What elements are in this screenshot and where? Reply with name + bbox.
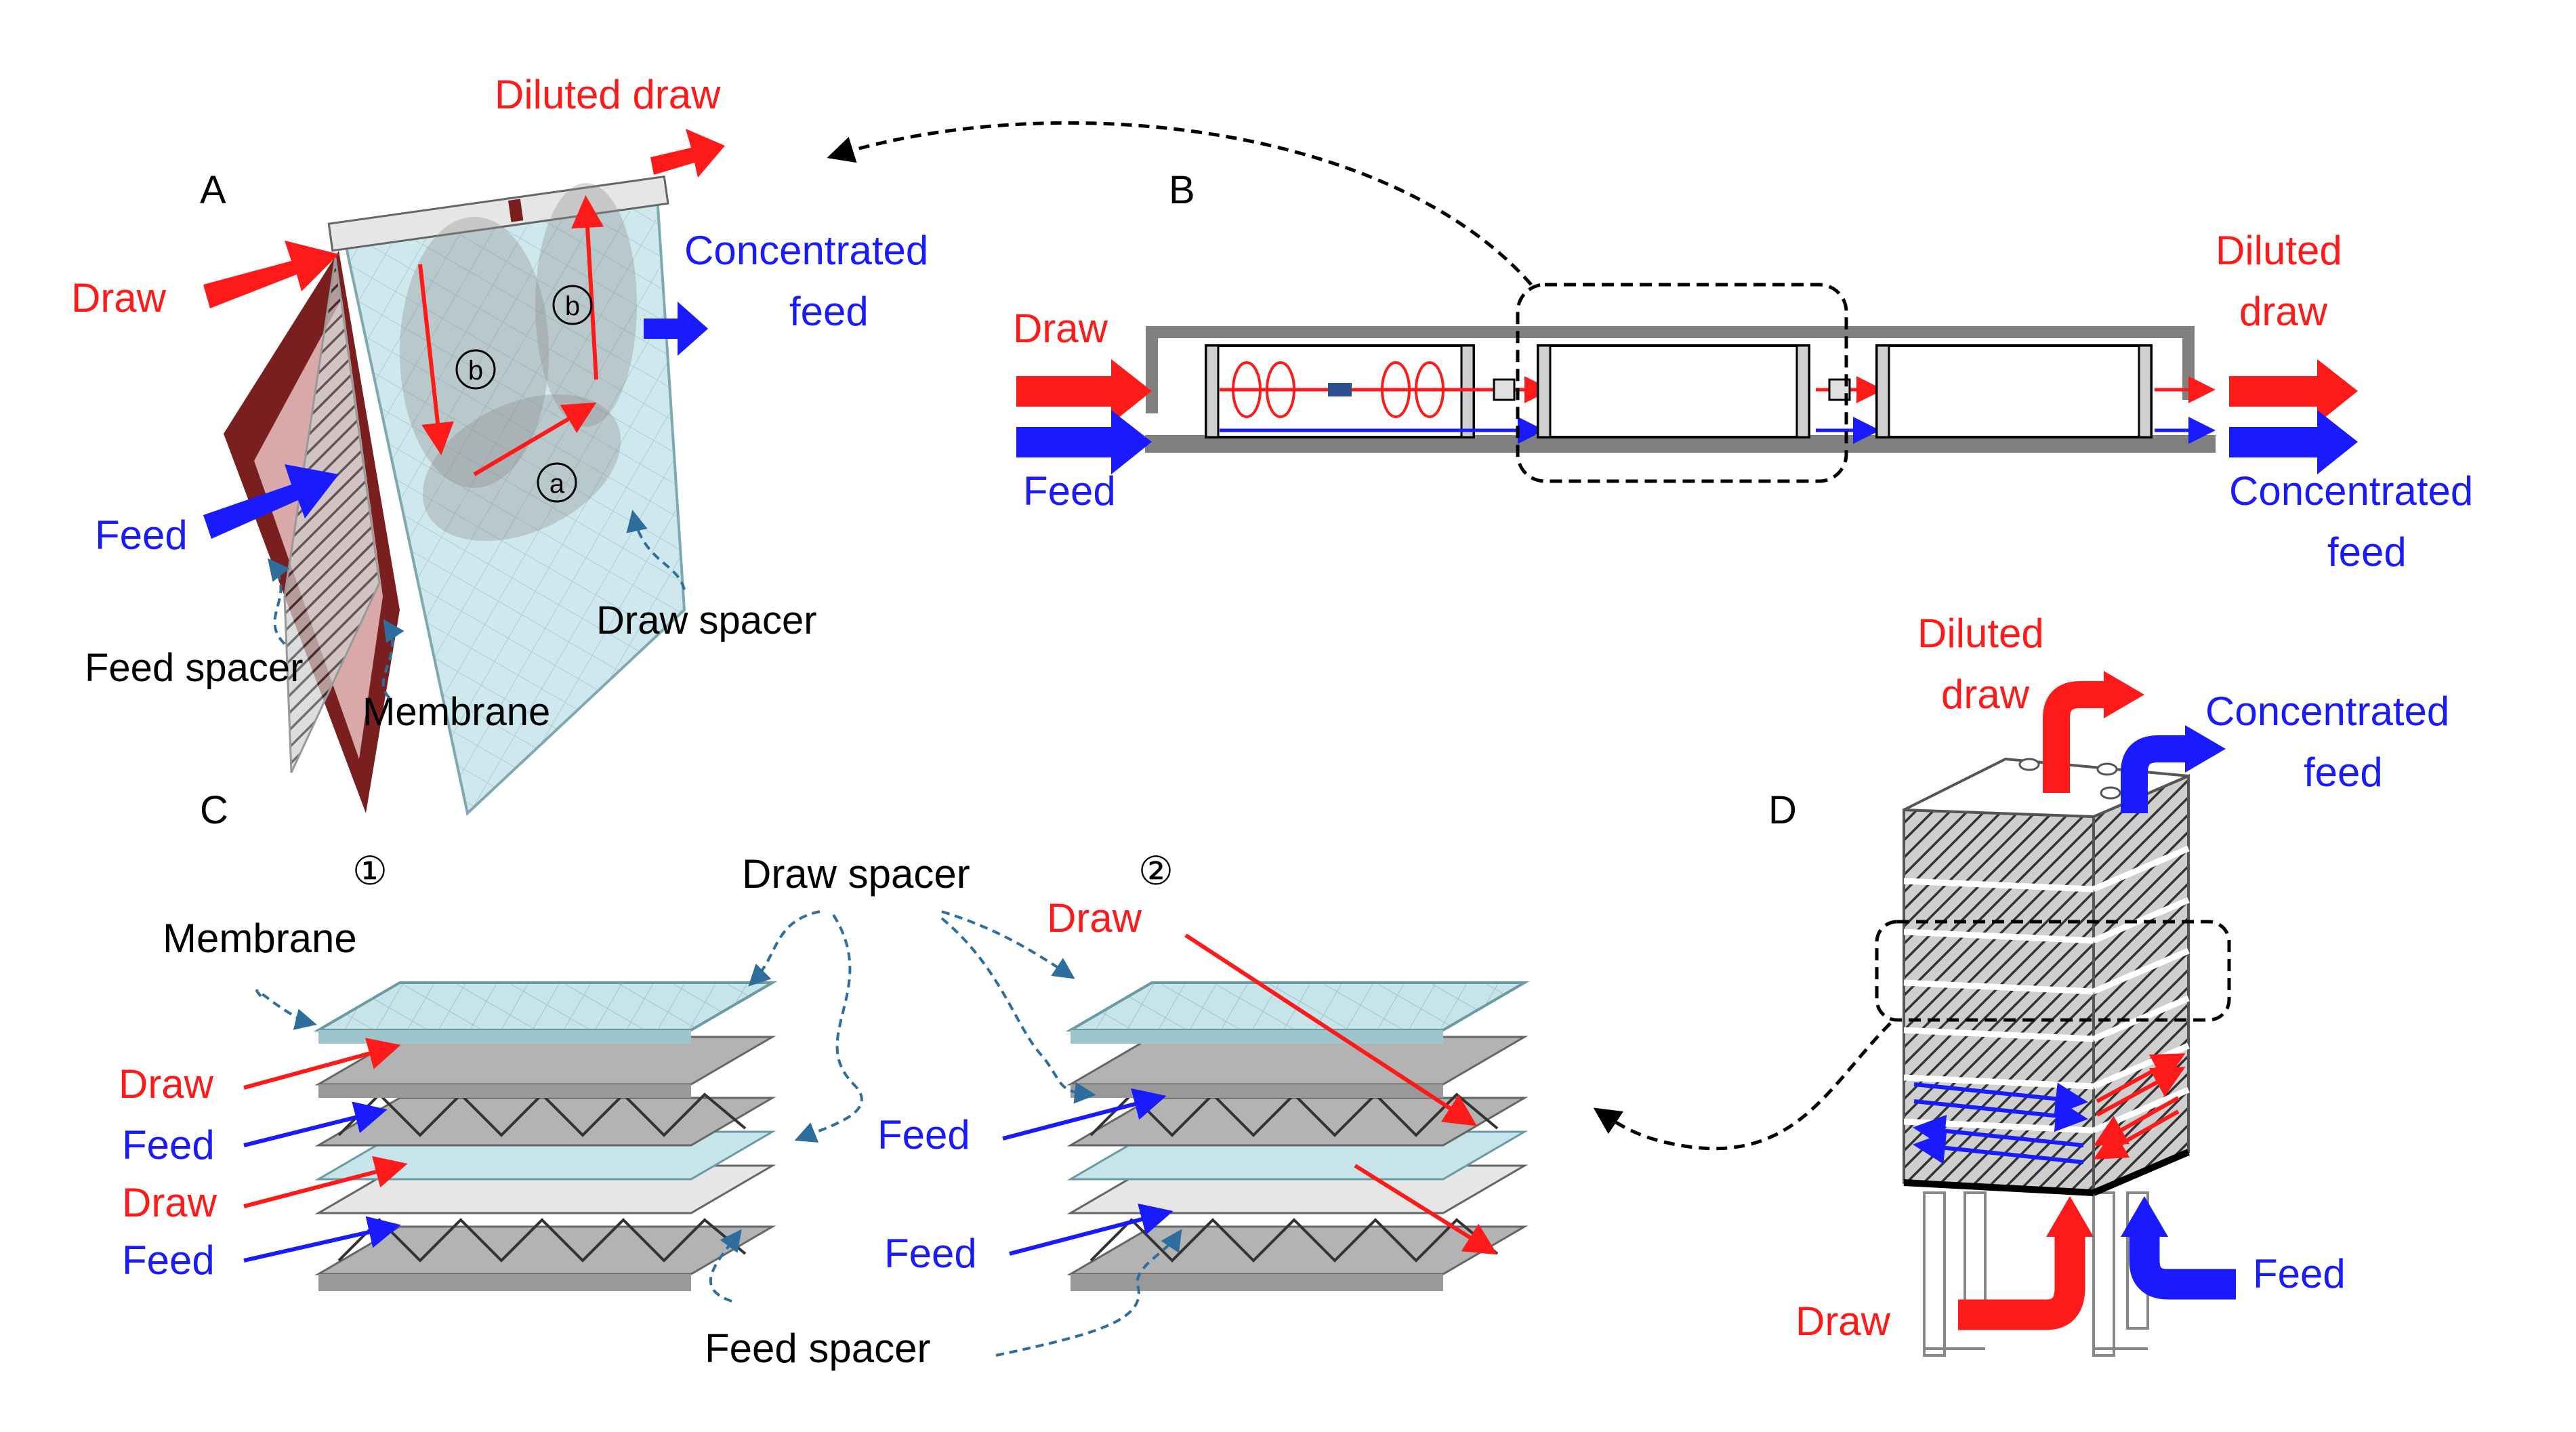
- mark-b-left: b: [455, 349, 496, 390]
- panel-c-feed-spacer-label: Feed spacer: [705, 1326, 931, 1371]
- panel-d: D: [1768, 611, 2449, 1357]
- panel-d-draw-label: Draw: [1795, 1298, 1891, 1344]
- panel-a-diluted-draw-label: Diluted draw: [495, 72, 721, 117]
- panel-d-concentrated-label: Concentrated: [2205, 689, 2449, 734]
- draw-piping: [1146, 326, 2195, 413]
- panel-c-membrane-label: Membrane: [163, 916, 357, 961]
- b-feed-inlet-arrow: [1016, 410, 1152, 474]
- feed-spacer-guide: [268, 558, 290, 645]
- concentrated-feed-outlet-arrow: [644, 302, 708, 356]
- b-draw-inlet-arrow: [1016, 359, 1152, 424]
- module-header-bar: [327, 175, 669, 252]
- panel-c: C ① ②: [119, 788, 1530, 1371]
- d-diluted-draw-arrow: [2043, 681, 2107, 793]
- stack-1-feed-label-1: Feed: [122, 1122, 215, 1168]
- stack-1-draw-label-1: Draw: [119, 1061, 214, 1107]
- d-feed-inlet-arrow: [2129, 1233, 2236, 1300]
- panel-a: A a b b: [71, 72, 928, 816]
- panel-a-membrane-label: Membrane: [362, 690, 550, 734]
- module-3: [1875, 344, 2153, 438]
- panel-d-letter: D: [1768, 788, 1797, 832]
- b-concentrated-feed-outlet-arrow: [2229, 410, 2358, 474]
- stack-2-feed-label-1: Feed: [877, 1112, 970, 1158]
- panel-a-draw-spacer-label: Draw spacer: [596, 598, 817, 642]
- panel-d-diluted-draw-label: draw: [1941, 672, 2030, 717]
- flow-arrow-up: [571, 195, 604, 380]
- panel-b-letter: B: [1169, 168, 1195, 212]
- panel-a-letter: A: [200, 168, 226, 212]
- stack-1: [313, 981, 778, 1291]
- module-selection-box: [1516, 283, 1848, 483]
- b-diluted-draw-outlet-arrow: [2229, 359, 2358, 424]
- panel-c-letter: C: [200, 788, 228, 832]
- d-to-c-connector: [1593, 1022, 1892, 1151]
- d-draw-inlet-arrow: [1958, 1233, 2085, 1330]
- panel-b-diluted-label: Diluted: [2216, 228, 2342, 273]
- draw-inlet-arrow: [203, 241, 339, 308]
- panel-b: B Draw Fee: [1013, 168, 2473, 575]
- panel-d-diluted-label: Diluted: [1917, 611, 2044, 656]
- stack-1-feed-label-2: Feed: [122, 1237, 215, 1283]
- svg-text:b: b: [468, 356, 483, 386]
- d-concentrated-feed-arrow: [2121, 735, 2188, 813]
- b-to-a-connector: [827, 121, 1533, 286]
- panel-a-feed-spacer-label: Feed spacer: [85, 646, 303, 690]
- svg-text:a: a: [549, 469, 565, 499]
- feed-inlet-arrow: [203, 464, 339, 539]
- panel-b-diluted-draw-label: draw: [2239, 289, 2328, 334]
- stack-2-draw-label: Draw: [1047, 895, 1142, 941]
- stack-2-feed-label-2: Feed: [884, 1231, 977, 1276]
- panel-d-concentrated-feed-label: feed: [2304, 750, 2383, 795]
- panel-a-feed-label: Feed: [95, 512, 188, 558]
- panel-d-feed-label: Feed: [2253, 1251, 2346, 1296]
- panel-b-concentrated-label: Concentrated: [2229, 468, 2473, 514]
- panel-a-concentrated-feed-label: feed: [789, 289, 869, 334]
- panel-a-draw-label: Draw: [71, 275, 167, 321]
- svg-text:b: b: [565, 291, 580, 321]
- tower-selection-box: [1875, 920, 2231, 1022]
- panel-b-draw-label: Draw: [1013, 306, 1108, 351]
- mark-a: a: [537, 462, 577, 503]
- stack-1-draw-label-2: Draw: [122, 1180, 217, 1225]
- diluted-draw-outlet-arrow: [650, 129, 725, 178]
- panel-a-concentrated-label: Concentrated: [684, 228, 928, 273]
- panel-c-draw-spacer-label: Draw spacer: [742, 851, 970, 897]
- flow-arrow-diagonal: [473, 402, 597, 476]
- module-2: [1537, 344, 1810, 438]
- stack-2-number: ②: [1138, 849, 1173, 893]
- mark-b-right: b: [552, 285, 593, 325]
- stack-1-number: ①: [352, 849, 388, 893]
- panel-b-concentrated-feed-label: feed: [2327, 529, 2407, 575]
- panel-b-feed-label: Feed: [1023, 468, 1116, 514]
- stack-2: [1065, 981, 1530, 1291]
- flow-arrow-down: [418, 264, 454, 455]
- tower-legs: [1923, 1191, 2149, 1357]
